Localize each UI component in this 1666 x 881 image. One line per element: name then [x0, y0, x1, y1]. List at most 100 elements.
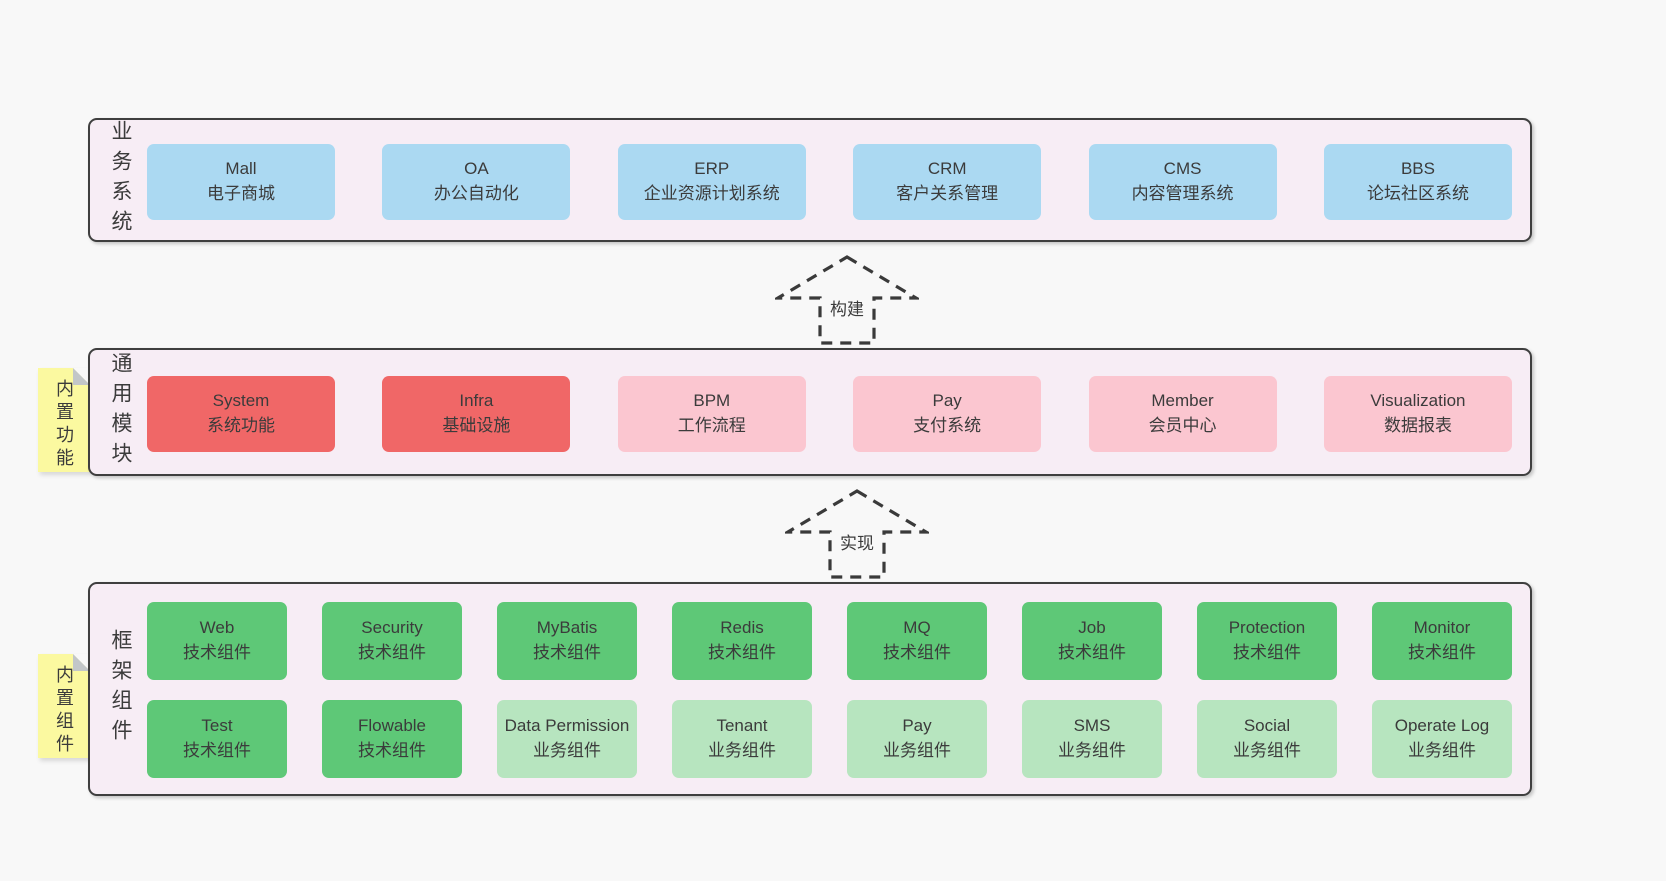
box-title: Security [361, 618, 423, 638]
box-subtitle: 技术组件 [358, 643, 426, 662]
box-title: OA [464, 159, 489, 179]
box-protection: Protection 技术组件 [1197, 602, 1337, 680]
arrow-label: 构建 [826, 294, 868, 321]
band-common-modules: 通用模块 System 系统功能 Infra 基础设施 BPM 工作流程 Pay… [88, 348, 1532, 476]
box-mq: MQ 技术组件 [847, 602, 987, 680]
box-infra: Infra 基础设施 [382, 376, 571, 452]
box-subtitle: 技术组件 [883, 643, 951, 662]
arrow-implement: 实现 [785, 488, 929, 580]
box-subtitle: 客户关系管理 [896, 184, 999, 203]
box-title: Infra [459, 391, 494, 411]
box-title: Mall [225, 159, 257, 179]
box-title: Pay [932, 391, 962, 411]
box-web: Web 技术组件 [147, 602, 287, 680]
box-title: Test [201, 716, 233, 736]
up-arrow-icon [775, 255, 919, 345]
box-title: ERP [694, 159, 730, 179]
box-flowable: Flowable 技术组件 [322, 700, 462, 778]
box-subtitle: 业务组件 [1408, 741, 1476, 760]
box-test: Test 技术组件 [147, 700, 287, 778]
box-subtitle: 数据报表 [1383, 416, 1452, 435]
box-title: Data Permission [504, 716, 630, 736]
box-title: Web [199, 618, 235, 638]
box-title: SMS [1073, 716, 1111, 736]
box-mall: Mall 电子商城 [147, 144, 335, 220]
box-cms: CMS 内容管理系统 [1088, 144, 1277, 220]
box-title: Visualization [1370, 391, 1466, 411]
box-subtitle: 电子商城 [207, 184, 275, 203]
framework-components-row-1: Web 技术组件 Security 技术组件 MyBatis 技术组件 Redi… [147, 602, 1512, 680]
box-title: Redis [720, 618, 764, 638]
band-label-framework-components: 框架组件 [109, 629, 132, 749]
box-title: CMS [1163, 159, 1202, 179]
box-pay: Pay 支付系统 [853, 376, 1042, 452]
box-title: Pay [902, 716, 932, 736]
box-title: System [212, 391, 270, 411]
box-title: BBS [1400, 159, 1435, 179]
box-title: Flowable [357, 716, 427, 736]
band-business-systems: 业务系统 Mall 电子商城 OA 办公自动化 ERP 企业资源计划系统 CRM… [88, 118, 1532, 242]
arrow-build: 构建 [775, 254, 919, 346]
box-subtitle: 业务组件 [533, 741, 601, 760]
box-title: Protection [1228, 618, 1306, 638]
box-tenant: Tenant 业务组件 [672, 700, 812, 778]
box-bpm: BPM 工作流程 [617, 376, 806, 452]
box-subtitle: 技术组件 [708, 643, 776, 662]
box-pay-business: Pay 业务组件 [847, 700, 987, 778]
business-systems-row: Mall 电子商城 OA 办公自动化 ERP 企业资源计划系统 CRM 客户关系… [147, 144, 1512, 220]
box-subtitle: 基础设施 [442, 416, 511, 435]
box-system: System 系统功能 [147, 376, 335, 452]
box-mybatis: MyBatis 技术组件 [497, 602, 637, 680]
box-title: Tenant [716, 716, 768, 736]
box-title: Social [1243, 716, 1291, 736]
box-subtitle: 技术组件 [183, 643, 251, 662]
box-title: Member [1151, 391, 1214, 411]
box-subtitle: 技术组件 [1408, 643, 1476, 662]
box-subtitle: 技术组件 [533, 643, 601, 662]
box-title: Job [1078, 618, 1106, 638]
box-visualization: Visualization 数据报表 [1323, 376, 1512, 452]
box-subtitle: 支付系统 [913, 416, 982, 435]
box-subtitle: 技术组件 [1058, 643, 1126, 662]
box-subtitle: 会员中心 [1148, 416, 1217, 435]
band-label-business-systems: 业务系统 [109, 120, 132, 240]
common-modules-row: System 系统功能 Infra 基础设施 BPM 工作流程 Pay 支付系统… [147, 376, 1512, 452]
box-subtitle: 内容管理系统 [1131, 184, 1234, 203]
box-redis: Redis 技术组件 [672, 602, 812, 680]
box-title: Monitor [1413, 618, 1471, 638]
box-monitor: Monitor 技术组件 [1372, 602, 1512, 680]
box-subtitle: 业务组件 [708, 741, 776, 760]
note-text: 内置组件 [54, 665, 74, 757]
box-subtitle: 企业资源计划系统 [643, 184, 780, 203]
box-title: CRM [927, 159, 967, 179]
box-data-permission: Data Permission 业务组件 [497, 700, 637, 778]
box-subtitle: 技术组件 [183, 741, 251, 760]
box-subtitle: 系统功能 [207, 416, 275, 435]
box-title: BPM [693, 391, 731, 411]
box-subtitle: 论坛社区系统 [1366, 184, 1469, 203]
box-subtitle: 技术组件 [1233, 643, 1301, 662]
box-subtitle: 业务组件 [1233, 741, 1301, 760]
framework-components-row-2: Test 技术组件 Flowable 技术组件 Data Permission … [147, 700, 1512, 778]
box-erp: ERP 企业资源计划系统 [617, 144, 806, 220]
band-framework-components: 框架组件 Web 技术组件 Security 技术组件 MyBatis 技术组件… [88, 582, 1532, 796]
sticky-note-built-in-components: 内置组件 [38, 654, 90, 758]
box-bbs: BBS 论坛社区系统 [1323, 144, 1512, 220]
sticky-note-built-in-features: 内置功能 [38, 368, 90, 472]
up-arrow-icon [785, 489, 929, 579]
box-subtitle: 办公自动化 [433, 184, 519, 203]
box-social: Social 业务组件 [1197, 700, 1337, 778]
box-subtitle: 业务组件 [1058, 741, 1126, 760]
box-sms: SMS 业务组件 [1022, 700, 1162, 778]
box-member: Member 会员中心 [1088, 376, 1277, 452]
box-title: MyBatis [536, 618, 598, 638]
box-subtitle: 技术组件 [358, 741, 426, 760]
box-crm: CRM 客户关系管理 [853, 144, 1042, 220]
box-job: Job 技术组件 [1022, 602, 1162, 680]
box-oa: OA 办公自动化 [382, 144, 571, 220]
box-title: MQ [903, 618, 931, 638]
note-text: 内置功能 [54, 379, 74, 471]
box-title: Operate Log [1394, 716, 1490, 736]
box-subtitle: 业务组件 [883, 741, 951, 760]
band-label-common-modules: 通用模块 [109, 352, 132, 472]
